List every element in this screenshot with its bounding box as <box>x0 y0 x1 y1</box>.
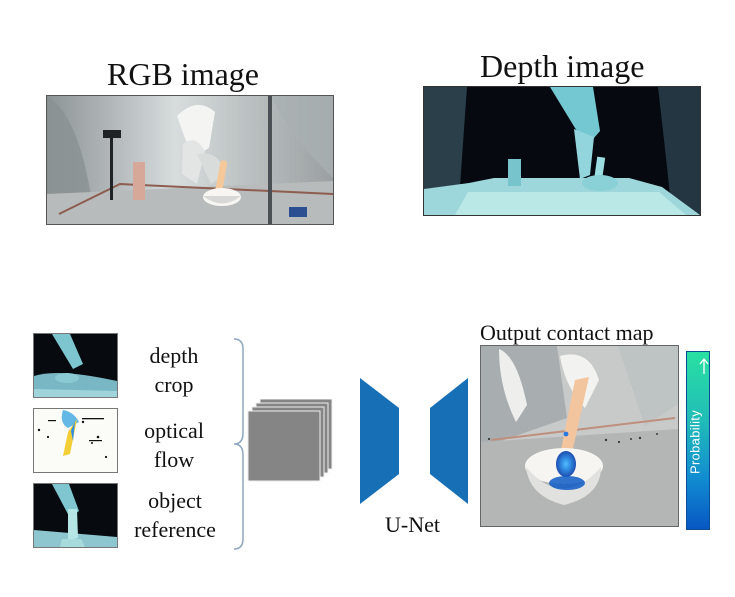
depth-crop-label: depth crop <box>139 342 209 399</box>
stacked-feature-tensor <box>247 399 333 482</box>
optical-flow-label-line-2: flow <box>153 446 195 472</box>
probability-colorbar: Probability <box>686 351 710 530</box>
output-contact-map-title: Output contact map <box>480 320 654 345</box>
depth-crop-label-line-2: crop <box>154 371 194 397</box>
rgb-image <box>46 95 334 225</box>
depth-crop-label-line-1: depth <box>149 343 199 368</box>
u-net-decoder <box>430 378 468 504</box>
object-reference-label-line-2: reference <box>134 516 216 542</box>
depth-image <box>423 86 701 216</box>
output-contact-map-drawing <box>481 346 678 526</box>
rgb-image-title: RGB image <box>107 56 259 92</box>
output-contact-map <box>480 345 679 527</box>
optical-flow-label-line-1: optical <box>144 418 204 443</box>
rgb-image-drawing <box>47 96 333 224</box>
input-grouping-brace <box>233 338 244 550</box>
depth-image-drawing <box>424 87 700 215</box>
object-reference-drawing <box>34 484 117 547</box>
optical-flow-label: optical flow <box>134 417 214 474</box>
object-reference-thumbnail <box>33 483 118 548</box>
probability-label: Probability <box>687 410 703 474</box>
depth-crop-drawing <box>34 334 117 397</box>
u-net-label: U-Net <box>385 512 440 537</box>
depth-image-title: Depth image <box>480 48 645 84</box>
u-net-diagram <box>360 378 468 504</box>
optical-flow-thumbnail <box>33 408 118 473</box>
object-reference-label-line-1: object <box>148 488 202 513</box>
object-reference-label: object reference <box>119 487 231 544</box>
up-arrow-icon <box>699 357 709 374</box>
depth-crop-thumbnail <box>33 333 118 398</box>
optical-flow-drawing <box>34 409 117 472</box>
u-net-encoder <box>360 378 399 504</box>
